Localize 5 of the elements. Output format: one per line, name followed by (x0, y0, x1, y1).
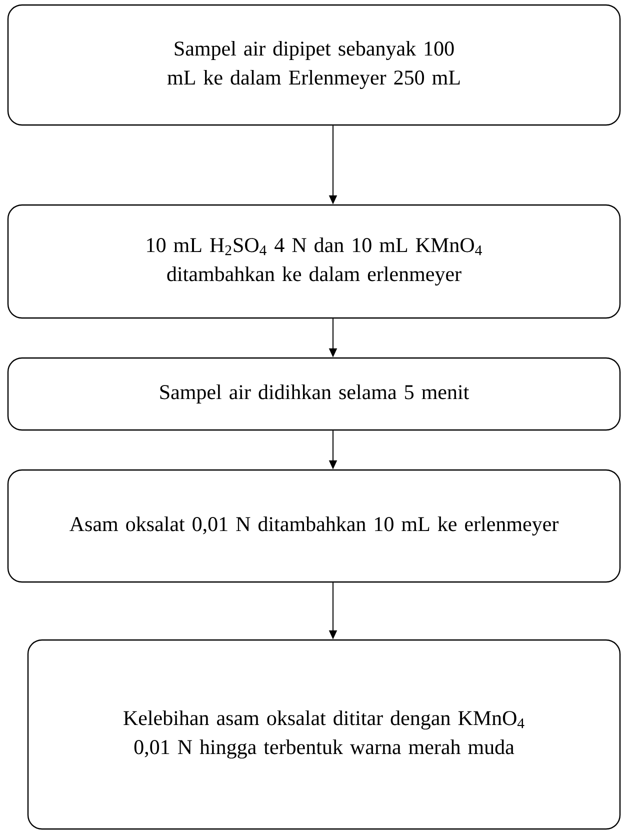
process-box: Sampel air didihkan selama 5 menit (7, 357, 621, 431)
process-box: 10 mL H$_{2}$SO$_{4}$ 4 N dan 10 mL KMnO$_{4}$ ditambahkan ke dalam erlenmeyer (7, 204, 621, 319)
process-box: Asam oksalat 0,01 N ditambahkan 10 mL ke erlenmeyer (7, 469, 621, 583)
process-box: Sampel air dipipet sebanyak 100 mL ke dalam Erlenmeyer 250 mL (7, 4, 621, 126)
process-box: Kelebihan asam oksalat dititar dengan KMnO$_{4}$ 0,01 N hingga terbentuk warna merah muda (27, 639, 621, 830)
